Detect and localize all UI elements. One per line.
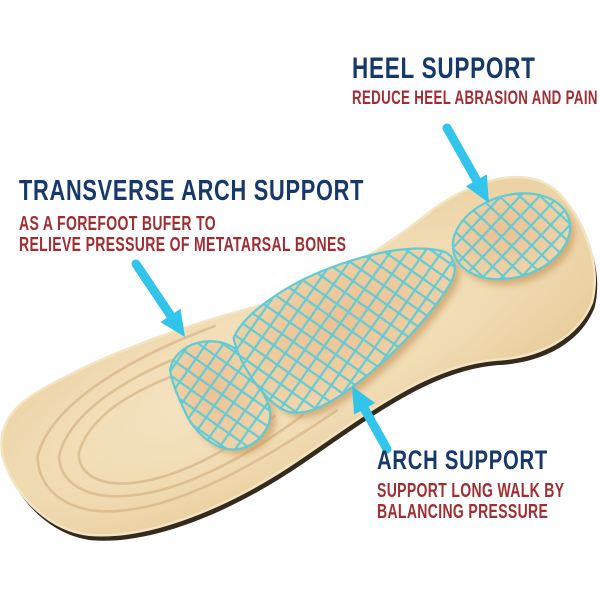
arch-pad <box>232 247 461 418</box>
heel-support-label: HEEL SUPPORT REDUCE HEEL ABRASION AND PA… <box>352 52 600 110</box>
heel-arrow-head <box>465 174 489 203</box>
arch-support-description-line1: SUPPORT LONG WALK BY <box>377 480 565 502</box>
arch-pad-mesh <box>232 247 456 414</box>
transverse-arrow-head <box>160 308 185 337</box>
transverse-arrow-shaft <box>131 259 176 321</box>
transverse-arch-description-line1: AS A FOREFOOT BUFER TO <box>19 213 216 235</box>
arch-support-description-line2: BALANCING PRESSURE <box>377 501 549 523</box>
transverse-arch-arrow <box>131 259 185 337</box>
heel-support-title: HEEL SUPPORT <box>352 52 536 85</box>
heel-pad <box>451 192 576 286</box>
transverse-arch-description-line2: RELIEVE PRESSURE OF METATARSAL BONES <box>19 234 347 256</box>
arch-support-label: ARCH SUPPORT SUPPORT LONG WALK BY BALANC… <box>377 447 600 523</box>
arch-arrow-shaft <box>359 403 392 454</box>
toe-contour-line-middle <box>57 349 304 498</box>
heel-arrow-shaft <box>442 123 482 186</box>
arch-support-title: ARCH SUPPORT <box>377 445 549 475</box>
heel-support-arrow <box>442 123 489 203</box>
heel-pad-mesh <box>451 192 572 281</box>
toe-contour-line-outer <box>36 324 339 513</box>
transverse-arch-support-title: TRANSVERSE ARCH SUPPORT <box>19 175 365 207</box>
transverse-arch-support-label: TRANSVERSE ARCH SUPPORT AS A FOREFOOT BU… <box>19 177 487 256</box>
arch-arrow-head <box>352 386 376 415</box>
arch-support-arrow <box>352 386 392 454</box>
heel-support-description: REDUCE HEEL ABRASION AND PAIN <box>352 88 598 109</box>
toe-contour-line-inner <box>77 373 276 485</box>
